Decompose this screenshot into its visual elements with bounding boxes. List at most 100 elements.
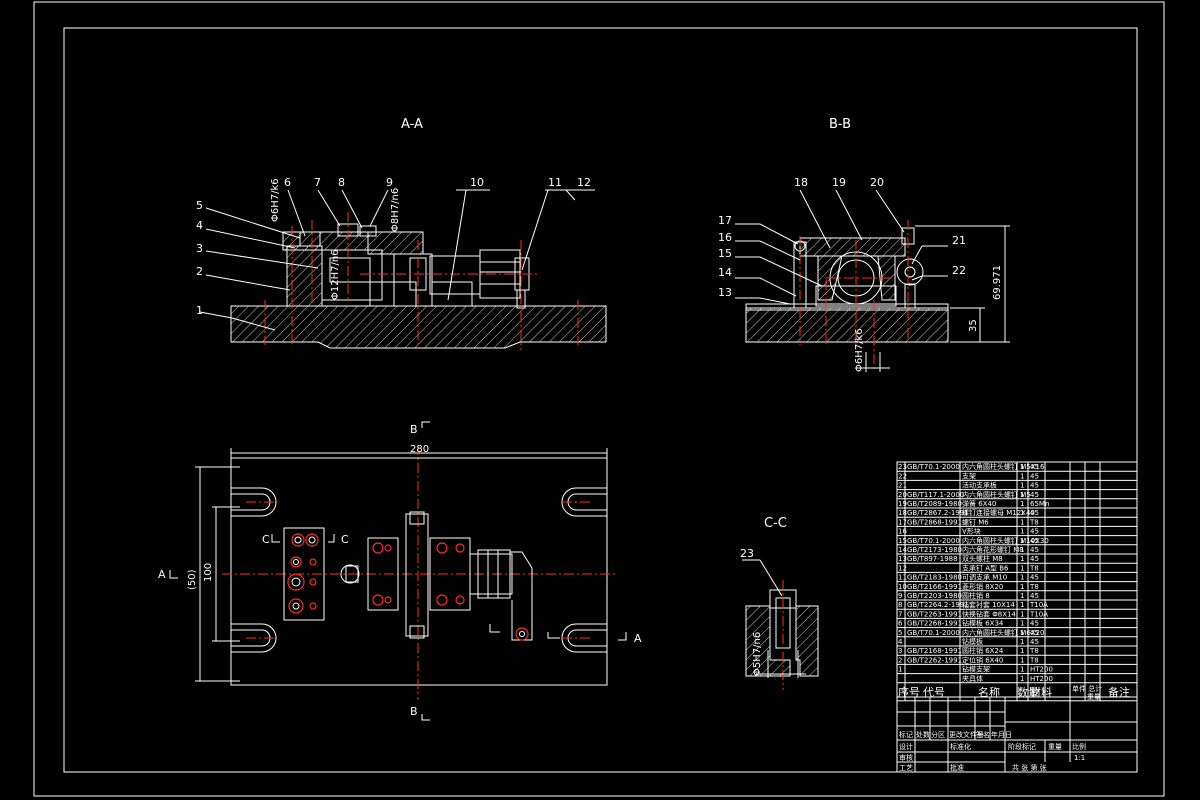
bom-cell: GB/T2263-1991 bbox=[907, 610, 962, 618]
bom-cell: 21 bbox=[898, 482, 907, 490]
aa-fit-2: Φ8H7/n6 bbox=[390, 188, 401, 232]
bom-cell: GB/T2867.2-1991 bbox=[907, 509, 969, 517]
callout-9: 9 bbox=[386, 176, 393, 189]
bom-cell: 45 bbox=[1030, 574, 1039, 582]
bom-cell: 1 bbox=[1020, 482, 1024, 490]
bom-cell: 45 bbox=[1030, 555, 1039, 563]
bb-fit: Φ6H7/k6 bbox=[854, 328, 865, 372]
bom-cell: 1 bbox=[1020, 638, 1024, 646]
bom-cell: 7 bbox=[898, 610, 902, 618]
bom-cell: 9 bbox=[898, 592, 902, 600]
bom-cell: 钻套衬套 10X14 bbox=[962, 600, 1015, 609]
callout-15: 15 bbox=[718, 247, 732, 260]
section-aa-title: A-A bbox=[401, 117, 423, 132]
bom-cell: GB/T2183-1980 bbox=[907, 574, 962, 582]
tb-weight: 重量 bbox=[1048, 743, 1062, 751]
bom-cell: 1 bbox=[1020, 574, 1024, 582]
callout-1: 1 bbox=[196, 304, 203, 317]
bom-cell: 45 bbox=[1030, 629, 1039, 637]
bom-cell: 11 bbox=[898, 574, 907, 582]
tb-change-doc: 更改文件号 bbox=[949, 730, 984, 739]
bom-cell: 1 bbox=[1020, 463, 1024, 471]
bom-cell: 5 bbox=[898, 629, 902, 637]
aa-fit-1: Φ6H7/k6 bbox=[270, 178, 281, 222]
callout-3: 3 bbox=[196, 242, 203, 255]
bom-cell: 1 bbox=[1020, 555, 1024, 563]
bom-cell: 45 bbox=[1030, 620, 1039, 628]
callout-14: 14 bbox=[718, 266, 732, 279]
bom-cell: 钻模板 6X34 bbox=[962, 619, 1004, 628]
bom-cell: 22 bbox=[898, 472, 907, 480]
bom-cell: T8 bbox=[1029, 583, 1039, 591]
bom-cell: GB/T2264.2-1991 bbox=[907, 601, 969, 609]
bom-cell: 支架 bbox=[962, 471, 976, 480]
bom-header-unit-total: 单件 总计 bbox=[1072, 684, 1102, 693]
bom-cell: 6 bbox=[898, 620, 903, 628]
bom-header-qty: 数量 bbox=[1017, 686, 1039, 699]
bom-header-material: 材料 bbox=[1030, 685, 1052, 699]
bom-cell: 1 bbox=[1020, 564, 1024, 572]
bom-cell: 1 bbox=[1020, 656, 1024, 664]
section-mark-a-right: A bbox=[634, 632, 642, 645]
bom-cell: GB/T2262-1991 bbox=[907, 656, 962, 664]
bom-cell: 13 bbox=[898, 555, 907, 563]
bom-cell: 45 bbox=[1030, 482, 1039, 490]
bom-cell: 可调支承 M10 bbox=[962, 573, 1007, 582]
callout-7: 7 bbox=[314, 176, 321, 189]
bom-cell: 内六角圆柱头螺钉 M5X16 bbox=[962, 462, 1045, 471]
tb-process: 工艺 bbox=[899, 764, 913, 772]
tb-count: 处数 bbox=[916, 730, 930, 739]
bom-cell: 16 bbox=[898, 528, 907, 536]
section-mark-c-right: C bbox=[341, 533, 349, 546]
bom-cell: 内六角花形螺钉 M8 bbox=[962, 545, 1024, 554]
tb-sign: 签名 bbox=[976, 730, 990, 739]
bom-cell: 1 bbox=[1020, 675, 1024, 683]
bom-cell: 12 bbox=[898, 564, 907, 572]
bom-cell: 1 bbox=[1020, 592, 1024, 600]
bom-cell: 1 bbox=[898, 666, 902, 674]
bom-cell: 45 bbox=[1030, 638, 1039, 646]
tb-scale: 比例 bbox=[1072, 742, 1086, 751]
bom-cell: 1 bbox=[1020, 528, 1024, 536]
bom-cell: T8 bbox=[1029, 564, 1039, 572]
bom-cell: T8 bbox=[1029, 518, 1039, 526]
plan-width-inner: 100 bbox=[203, 563, 214, 582]
bom-cell: T10A bbox=[1029, 610, 1048, 618]
bom-cell: 内六角圆柱头螺钉 M5 bbox=[962, 490, 1031, 499]
bom-cell: 1 bbox=[1020, 546, 1024, 554]
bom-cell: 17 bbox=[898, 518, 907, 526]
bom-cell: GB/T2268-1991 bbox=[907, 620, 962, 628]
bom-cell: 1 bbox=[1020, 601, 1024, 609]
bom-cell: 内六角圆柱头螺钉 M6X20 bbox=[962, 628, 1044, 637]
bom-header-name: 名称 bbox=[978, 685, 1000, 699]
bom-cell: 1 bbox=[1020, 666, 1024, 674]
callout-19: 19 bbox=[832, 176, 846, 189]
bom-cell: 夹具体 bbox=[962, 674, 983, 683]
bom-cell: 15 bbox=[898, 537, 907, 545]
callout-20: 20 bbox=[870, 176, 884, 189]
bom-cell: HT200 bbox=[1030, 666, 1053, 674]
bom-cell: GB/T70.1-2000 bbox=[907, 537, 960, 545]
bom-cell: 18 bbox=[898, 509, 907, 517]
section-mark-b-bottom: B bbox=[410, 705, 418, 718]
bom-cell: 3 bbox=[898, 647, 902, 655]
bom-cell: GB/T2168-1991 bbox=[907, 647, 962, 655]
tb-date: 年月日 bbox=[991, 730, 1012, 739]
bom-cell: 19 bbox=[898, 500, 907, 508]
callout-6: 6 bbox=[284, 176, 291, 189]
callout-17: 17 bbox=[718, 214, 732, 227]
section-cc-title: C-C bbox=[764, 516, 787, 531]
bom-cell: 1 bbox=[1020, 610, 1024, 618]
